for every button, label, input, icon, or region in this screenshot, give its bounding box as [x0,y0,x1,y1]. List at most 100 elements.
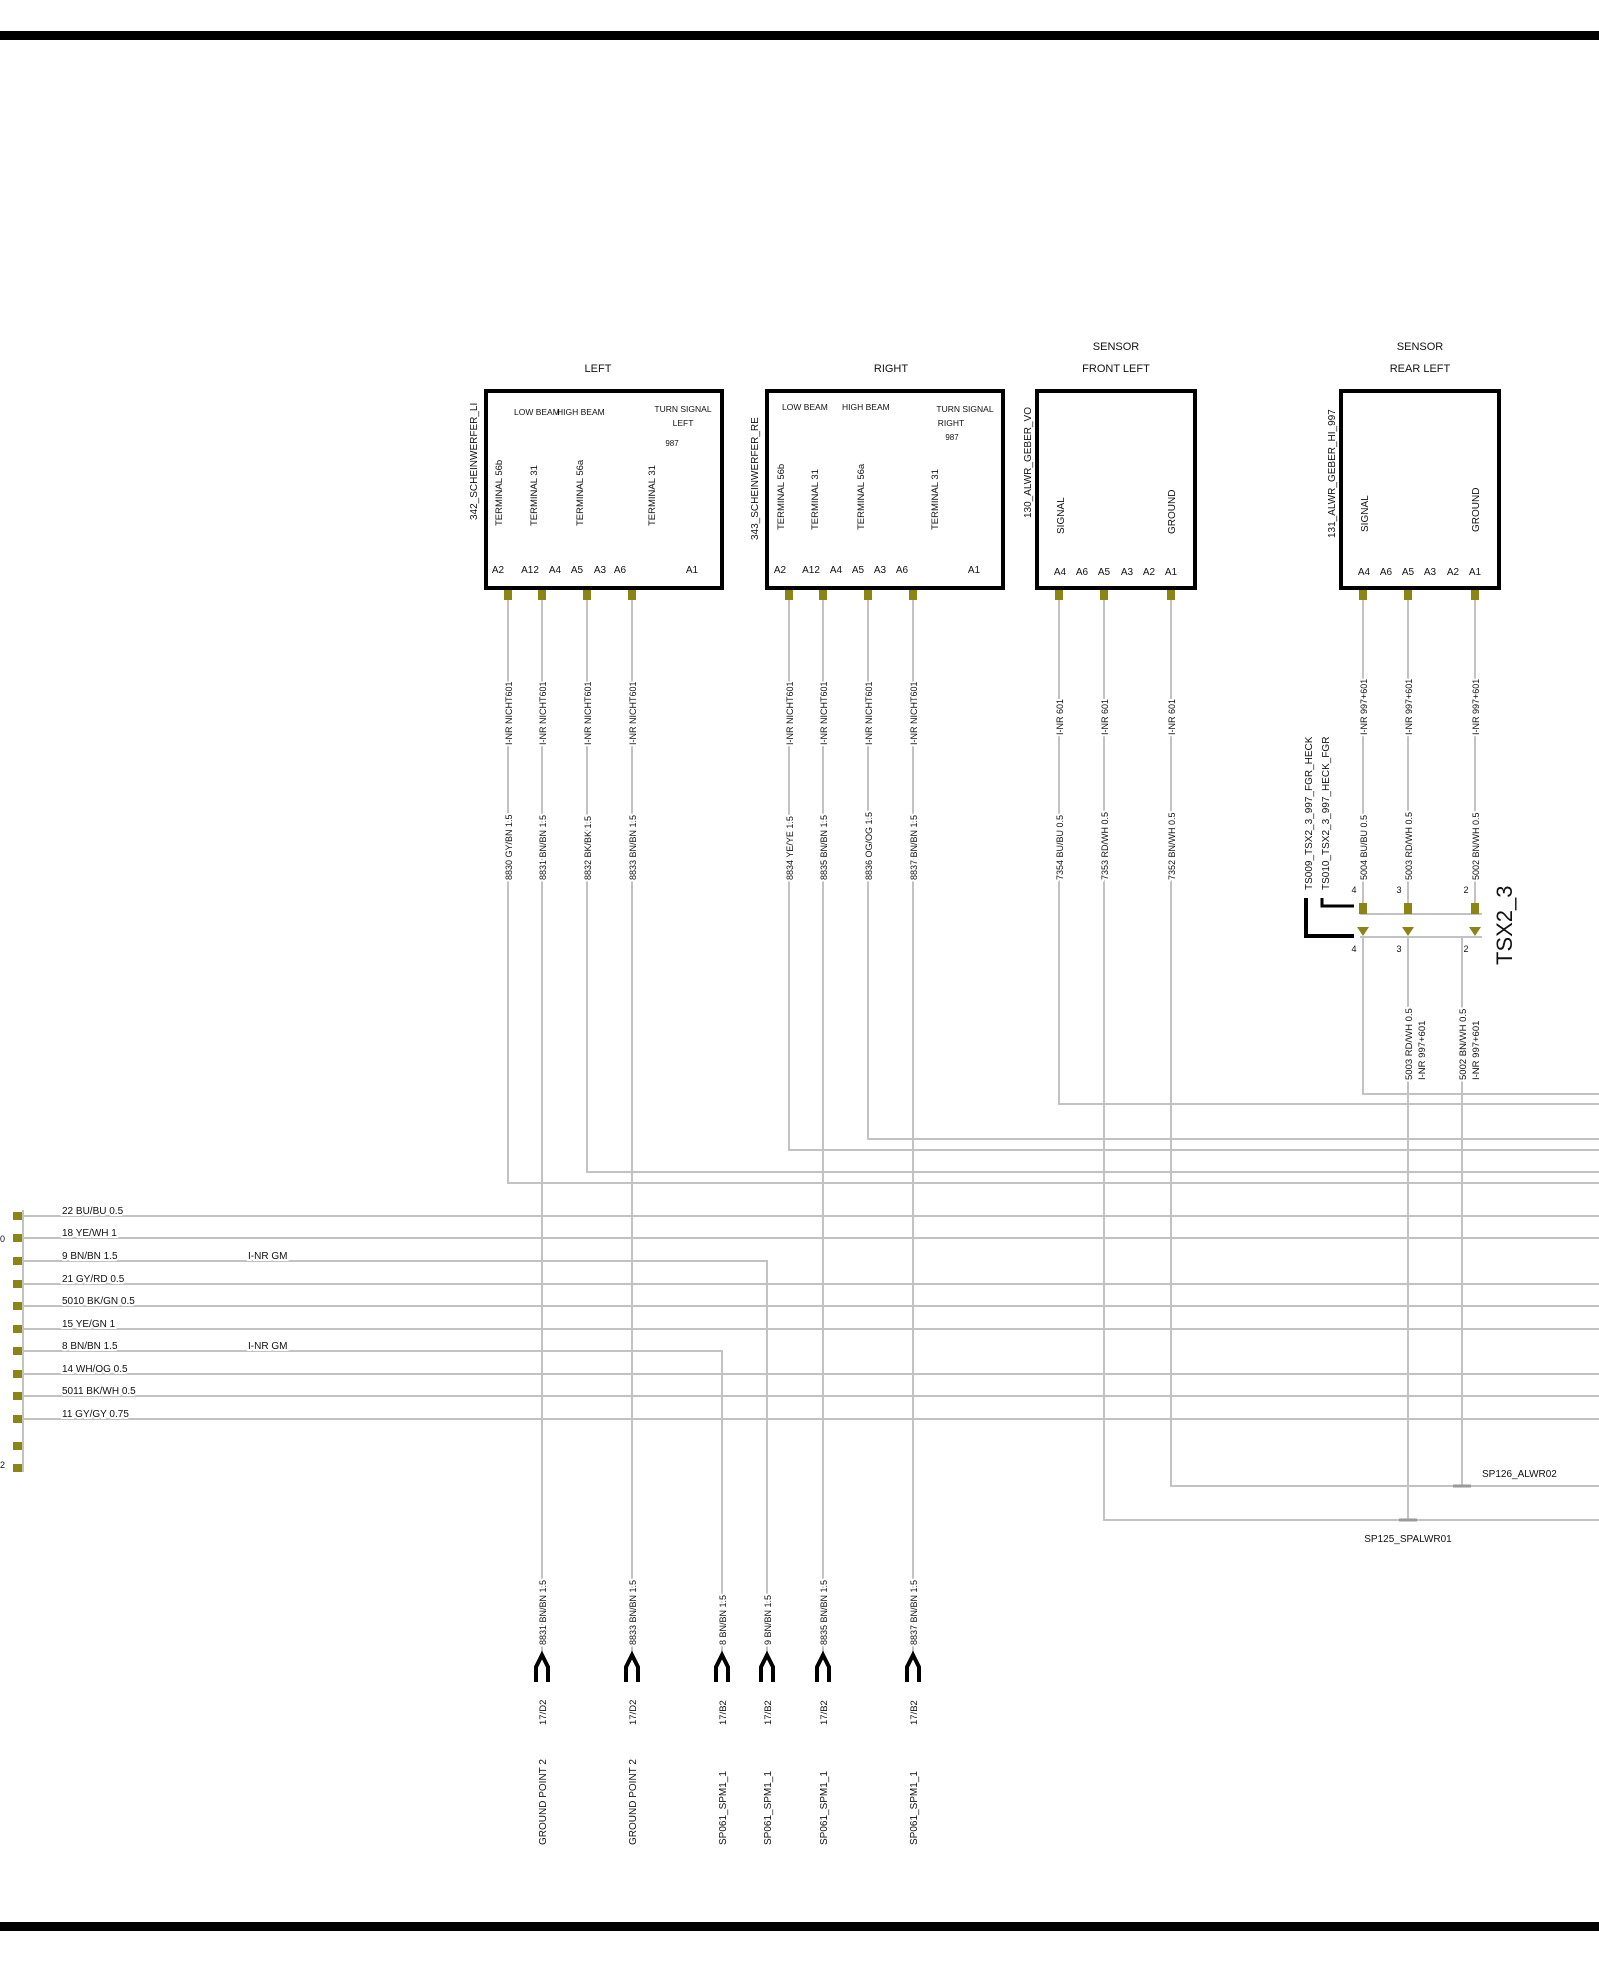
terminal-right-0: TERMINAL 56b [776,464,787,530]
connector-bottom-pin-3: 3 [1396,944,1401,954]
wire-7353 [1103,593,1599,1521]
bus-pin-2 [13,1257,23,1265]
wire-label-12: 5003 RD/WH 0.5 [1404,812,1414,880]
pin-terminal-5 [819,590,827,600]
func-turn-left: LEFT [673,418,694,428]
bus-wire-label-9: 11 GY/GY 0.75 [62,1409,129,1420]
ground-symbol-5 [905,1650,921,1682]
func-turn-signal-right: TURN SIGNAL [936,404,993,414]
splice-ticks [1399,1484,1471,1522]
connector-out-wire-5002: 5002 BN/WH 0.5 [1458,1009,1469,1080]
pin-terminal-1 [538,590,546,600]
header-left: LEFT [585,363,612,375]
wire-label-7: 8837 BN/BN 1.5 [909,815,919,880]
ground-wire-label-5: 8837 BN/BN 1.5 [909,1580,919,1645]
top-frame-bar [0,31,1599,40]
net-label-13: I-NR 997+601 [1471,679,1481,735]
label-130: 130_ALWR_GEBER_VO [1023,407,1034,518]
terminal-left-1: TERMINAL 31 [529,465,540,526]
wire-layer [20,593,1599,1655]
terminal-right-3: TERMINAL 31 [930,469,941,530]
pin-label-left-A5: A5 [571,565,584,576]
bus-net-label-6: I-NR GM [248,1341,287,1352]
connector-out-net-5003: I-NR 997+601 [1417,1021,1428,1080]
pin-label-rear-A1: A1 [1469,567,1482,578]
splice-point-sp125: SP125_SPALWR01 [1364,1534,1452,1545]
pin-label-left-A12: A12 [521,565,539,576]
pin-terminal-4 [785,590,793,600]
connector-out-net-5002: I-NR 997+601 [1471,1021,1482,1080]
net-label-9: I-NR 601 [1100,699,1110,735]
net-label-3: I-NR NICHT601 [628,681,638,745]
pin-label-right-A3: A3 [874,565,887,576]
net-label-2: I-NR NICHT601 [583,681,593,745]
pin-label-left-A2: A2 [492,565,505,576]
net-label-8: I-NR 601 [1055,699,1065,735]
box-343-scheinwerfer-re [765,389,1005,590]
terminal-ground-rear: GROUND [1471,488,1482,532]
connector-triangle-2 [1469,927,1481,936]
ground-wire-label-3: 9 BN/BN 1.5 [763,1595,773,1645]
bus-pin-extra-2 [13,1464,23,1472]
pin-terminal-13 [1471,590,1479,600]
bus-pin-0 [13,1212,23,1220]
pin-label-front-A2: A2 [1143,567,1156,578]
wire-label-4: 8834 YE/YE 1.5 [785,816,795,880]
ground-symbol-1 [624,1650,640,1682]
label-131: 131_ALWR_GEBER_HI_997 [1327,409,1338,538]
wire-7354 [1058,593,1599,1105]
bus-pin-1 [13,1234,23,1242]
bus-wire-label-1: 18 YE/WH 1 [62,1228,117,1239]
connector-top-square-2 [1471,903,1479,914]
net-label-11: I-NR 997+601 [1359,679,1369,735]
bus-pin-8 [13,1392,23,1400]
bus-pin-extra-1 [13,1442,23,1450]
wire-label-1: 8831 BN/BN 1.5 [538,815,548,880]
terminal-right-1: TERMINAL 31 [810,469,821,530]
ground-target-1: GROUND POINT 2 [628,1759,639,1845]
pin-terminal-9 [1100,590,1108,600]
pin-label-left-A4: A4 [549,565,562,576]
ground-symbol-3 [759,1650,775,1682]
connector-bracket [1304,898,1354,938]
pin-label-rear-A6: A6 [1380,567,1393,578]
connector-top-pin-3: 3 [1396,885,1401,895]
bus-wire-label-7: 14 WH/OG 0.5 [62,1364,128,1375]
bus-wire-label-3: 21 GY/RD 0.5 [62,1274,125,1285]
component-boxes [484,389,1501,590]
connector-triangle-0 [1357,927,1369,936]
pin-terminal-3 [628,590,636,600]
wire-label-13: 5002 BN/WH 0.5 [1471,812,1481,880]
ground-target-0: GROUND POINT 2 [538,1759,549,1845]
pin-label-front-A1: A1 [1165,567,1178,578]
func-high-beam-left: HIGH BEAM [557,407,605,417]
bus-wire-label-5: 15 YE/GN 1 [62,1319,116,1330]
terminal-left-3: TERMINAL 31 [647,465,658,526]
pin-terminal-8 [1055,590,1063,600]
net-label-4: I-NR NICHT601 [785,681,795,745]
wire-label-8: 7354 BU/BU 0.5 [1055,815,1065,880]
pin-label-right-A2: A2 [774,565,787,576]
label-343: 343_SCHEINWERFER_RE [750,417,761,540]
wire-8836 [867,593,1599,1140]
bus-pin-3 [13,1280,23,1288]
ground-ref-3: 17/B2 [763,1700,774,1725]
terminal-signal-rear: SIGNAL [1360,495,1371,532]
net-label-6: I-NR NICHT601 [864,681,874,745]
func-low-beam-left: LOW BEAM [514,407,560,417]
func-turn-right: RIGHT [938,418,964,428]
wire-label-11: 5004 BU/BU 0.5 [1359,815,1369,880]
ground-target-4: SP061_SPM1_1 [819,1771,830,1845]
pin-terminal-7 [909,590,917,600]
pin-label-right-A6: A6 [896,565,909,576]
pin-label-right-A1: A1 [968,565,981,576]
ground-wire-label-4: 8835 BN/BN 1.5 [819,1580,829,1645]
wire-label-0: 8830 GY/BN 1.5 [504,814,514,880]
pin-label-left-A6: A6 [614,565,627,576]
header-sensor-front: SENSOR [1093,341,1140,353]
header-rear-left: REAR LEFT [1390,363,1451,375]
connector-top-pin-4: 4 [1351,885,1356,895]
header-front-left: FRONT LEFT [1082,363,1150,375]
